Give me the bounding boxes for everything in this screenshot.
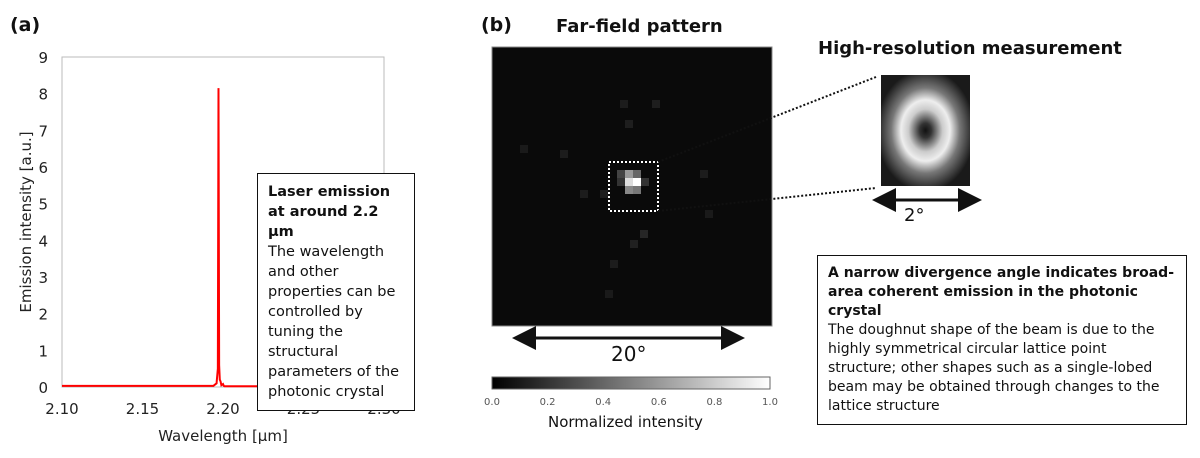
colorbar-label: Normalized intensity: [548, 413, 703, 431]
y-tick-label: 2: [38, 306, 48, 324]
far-field-pixel: [652, 100, 660, 108]
far-field-pixel: [700, 170, 708, 178]
high-res-title: High-resolution measurement: [818, 38, 1122, 59]
far-field-pixel: [620, 100, 628, 108]
far-field-pixel: [705, 210, 713, 218]
x-tick-label: 2.20: [206, 400, 239, 418]
spectrum-line: [62, 88, 384, 388]
doughnut-beam-image: [881, 75, 970, 186]
y-tick-label: 5: [38, 196, 48, 214]
far-field-pixel: [560, 150, 568, 158]
far-field-pixel: [617, 170, 625, 178]
far-field-pixel: [625, 186, 633, 194]
y-tick-label: 6: [38, 159, 48, 177]
far-field-pixel: [605, 290, 613, 298]
far-field-pixel: [580, 190, 588, 198]
zoom-line-bottom: [657, 187, 877, 212]
far-field-pixels: [520, 100, 713, 298]
y-tick-label: 1: [38, 342, 48, 360]
far-field-pixel: [633, 178, 641, 186]
far-field-pixel: [600, 190, 608, 198]
y-tick-label: 9: [38, 49, 48, 67]
far-field-pixel: [633, 170, 641, 178]
colorbar-tick-label: 0.0: [484, 397, 500, 408]
high-res-span-label: 2°: [904, 205, 925, 226]
far-field-pixel: [610, 260, 618, 268]
annotation-title: A narrow divergence angle indicates broa…: [828, 265, 1175, 319]
panel-b-label: (b): [481, 14, 512, 36]
far-field-span-label: 20°: [611, 342, 647, 366]
far-field-title: Far-field pattern: [556, 16, 723, 37]
far-field-pixel: [633, 186, 641, 194]
far-field-pixel: [630, 240, 638, 248]
y-tick-label: 7: [38, 122, 48, 140]
x-tick-label: 2.10: [45, 400, 78, 418]
annotation-body: The wavelength and other properties can …: [268, 244, 400, 400]
annotation-body: The doughnut shape of the beam is due to…: [828, 322, 1160, 414]
far-field-pixel: [617, 178, 625, 186]
x-tick-label: 2.15: [126, 400, 159, 418]
y-tick-label: 3: [38, 269, 48, 287]
colorbar-tick-label: 0.6: [651, 397, 667, 408]
far-field-pixel: [640, 230, 648, 238]
panel-a-label: (a): [10, 14, 41, 36]
colorbar-tick-label: 0.2: [540, 397, 556, 408]
zoom-line-top: [657, 76, 877, 163]
far-field-pixel: [641, 178, 649, 186]
far-field-pixel: [625, 120, 633, 128]
y-tick-label: 8: [38, 86, 48, 104]
y-tick-label: 0: [38, 379, 48, 397]
far-field-pixel: [625, 170, 633, 178]
divergence-annotation: A narrow divergence angle indicates broa…: [817, 255, 1187, 425]
laser-emission-annotation: Laser emission at around 2.2 µm The wave…: [257, 173, 415, 411]
y-axis-label: Emission intensity [a.u.]: [17, 131, 35, 312]
colorbar-tick-label: 0.8: [706, 397, 722, 408]
colorbar-tick-label: 0.4: [595, 397, 611, 408]
zoom-region-box: [608, 161, 659, 212]
colorbar-tick-label: 1.0: [762, 397, 778, 408]
x-axis-label: Wavelength [µm]: [158, 427, 288, 445]
y-tick-label: 4: [38, 232, 48, 250]
far-field-pixel: [520, 145, 528, 153]
colorbar: [491, 376, 771, 390]
annotation-title: Laser emission at around 2.2 µm: [268, 184, 391, 240]
far-field-pixel: [625, 178, 633, 186]
